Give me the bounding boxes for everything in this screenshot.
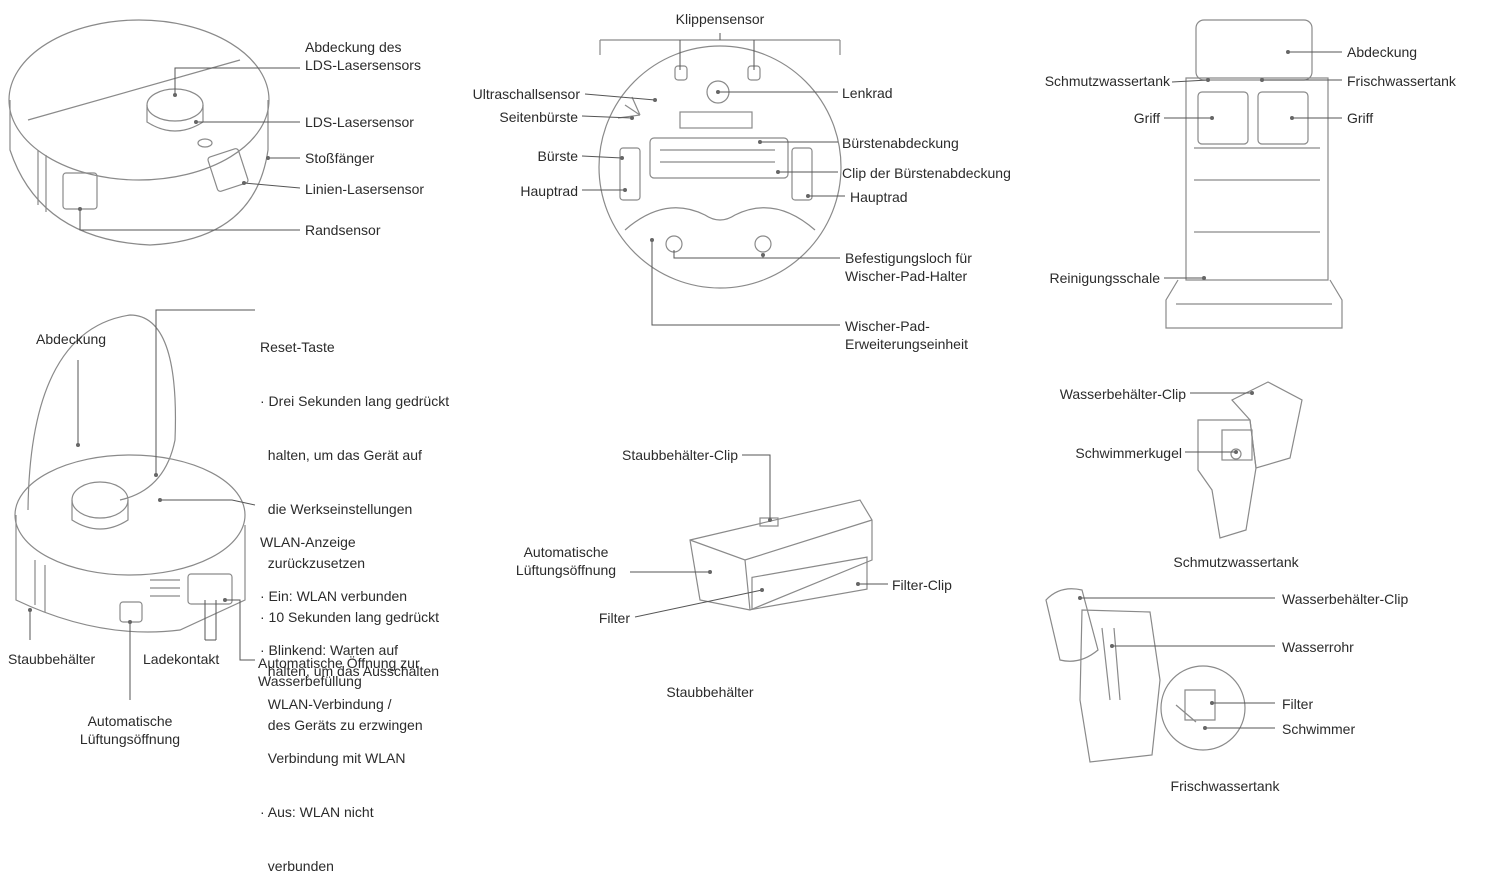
station-illustration <box>1165 19 1343 329</box>
label-filter-clip: Filter-Clip <box>892 577 952 593</box>
label-dustbin-filter: Filter <box>598 610 630 626</box>
label-station-cover: Abdeckung <box>1347 44 1418 60</box>
label-water-pipe: Wasserrohr <box>1282 639 1354 655</box>
label-float: Schwimmer <box>1282 721 1356 737</box>
label-mop-unit: Wischer-Pad- Erweiterungseinheit <box>845 318 968 352</box>
label-charge-contact: Ladekontakt <box>143 651 220 667</box>
robot-top-leaders <box>78 67 301 231</box>
station-leaders <box>1164 50 1342 280</box>
label-robot-vent: Automatische Lüftungsöffnung <box>79 713 181 747</box>
label-handle-right: Griff <box>1347 110 1374 126</box>
label-dirty-tank-clip: Wasserbehälter-Clip <box>1059 386 1186 402</box>
label-lds-sensor: LDS-Lasersensor <box>305 114 414 130</box>
label-fresh-filter: Filter <box>1282 696 1314 712</box>
label-fresh-tank-clip: Wasserbehälter-Clip <box>1282 591 1409 607</box>
label-fresh-tank: Frischwassertank <box>1347 73 1456 89</box>
robot-top-illustration <box>8 19 270 246</box>
label-brush: Bürste <box>537 148 578 164</box>
robot-open-illustration <box>14 314 246 633</box>
label-float-ball: Schwimmerkugel <box>1075 445 1182 461</box>
label-auto-fill-opening: Automatische Öffnung zur Wasserbefüllung <box>258 655 420 689</box>
dirty-tank-illustration <box>1197 381 1303 539</box>
dustbin-illustration <box>689 499 873 611</box>
caption-dustbin: Staubbehälter <box>666 684 754 700</box>
robot-open-leaders <box>28 309 256 700</box>
dustbin-leaders <box>630 454 888 618</box>
label-dirty-tank: Schmutzwassertank <box>1044 73 1170 89</box>
fresh-tank-illustration <box>1045 588 1246 763</box>
label-edge-sensor: Randsensor <box>305 222 381 238</box>
dirty-tank-leaders <box>1185 391 1254 454</box>
caption-dirty-tank: Schmutzwassertank <box>1173 554 1299 570</box>
label-bumper: Stoßfänger <box>305 150 375 166</box>
diagram-canvas <box>8 19 1343 763</box>
label-lds-cover: Abdeckung des LDS-Lasersensors <box>305 39 421 73</box>
label-cliff-sensor: Klippensensor <box>675 11 765 27</box>
label-main-wheel-right: Hauptrad <box>850 189 908 205</box>
label-tray: Reinigungsschale <box>1049 270 1160 286</box>
label-brush-cover-clip: Clip der Bürstenabdeckung <box>842 165 1011 181</box>
label-wifi-indicator: WLAN-Anzeige · Ein: WLAN verbunden · Bli… <box>260 534 408 874</box>
label-reset-button: Reset-Taste · Drei Sekunden lang gedrück… <box>260 339 450 733</box>
label-side-brush: Seitenbürste <box>499 109 578 125</box>
robot-bottom-illustration <box>598 39 842 289</box>
label-ultrasonic: Ultraschallsensor <box>472 86 580 102</box>
label-handle-left: Griff <box>1133 110 1160 126</box>
label-main-wheel-left: Hauptrad <box>520 183 578 199</box>
robot-bottom-leaders <box>581 33 845 326</box>
caption-fresh-tank: Frischwassertank <box>1170 778 1280 794</box>
label-mop-hole: Befestigungsloch für Wischer-Pad-Halter <box>845 250 972 284</box>
label-line-laser: Linien-Lasersensor <box>305 181 425 197</box>
label-dustbin-clip: Staubbehälter-Clip <box>622 447 738 463</box>
label-dustbin: Staubbehälter <box>8 651 96 667</box>
label-brush-cover: Bürstenabdeckung <box>842 135 959 151</box>
label-dustbin-vent: Automatische Lüftungsöffnung <box>515 544 617 578</box>
label-steering-wheel: Lenkrad <box>842 85 893 101</box>
label-robot-cover: Abdeckung <box>36 331 107 347</box>
fresh-tank-leaders <box>1078 596 1275 730</box>
